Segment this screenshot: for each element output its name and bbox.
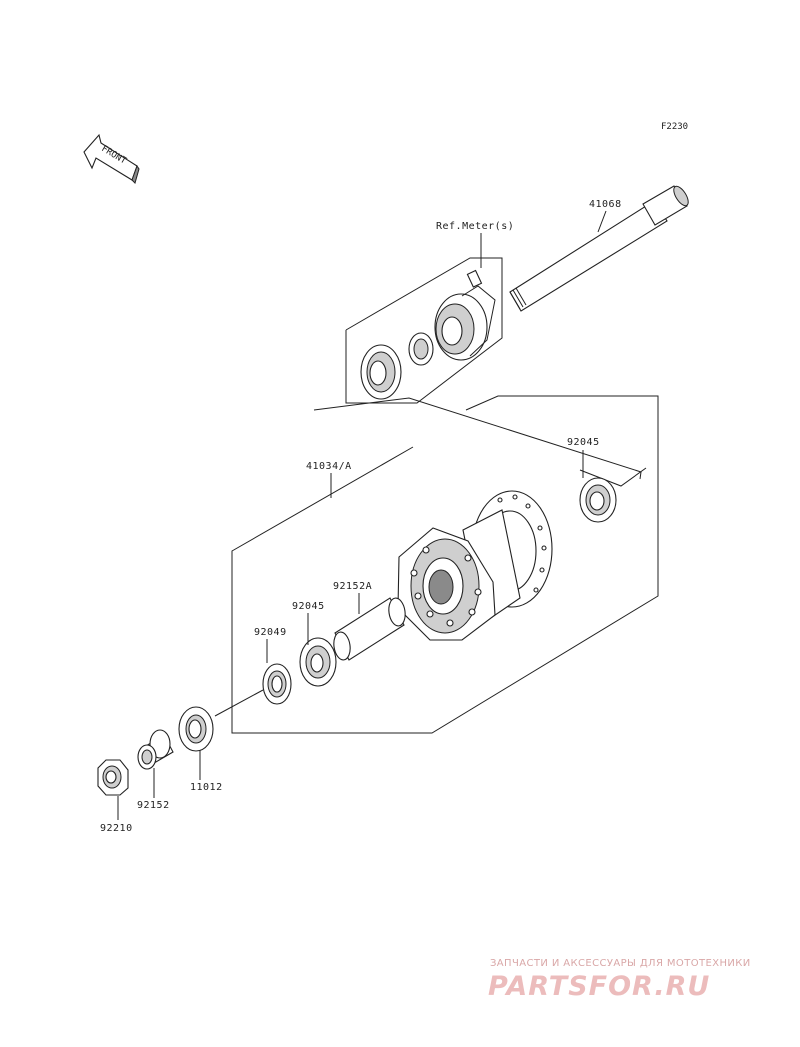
axle-label: 41068 [589,199,622,210]
axle-nut [97,759,129,796]
meter-group-outline [345,257,503,404]
meter-seal [360,344,402,400]
oil-seal [262,663,292,705]
bearing-left [299,637,337,687]
collar-label: 92152 [137,800,170,811]
watermark-site: PARTSFOR.RU [488,971,710,1002]
nut-label: 92210 [100,823,133,834]
watermark-tagline: ЗАПЧАСТИ И АКСЕССУАРЫ ДЛЯ МОТОТЕХНИКИ [490,958,751,969]
meter-ref-label: Ref.Meter(s) [436,221,514,232]
hub-group-outline [231,395,659,734]
meter-drive-ring [408,332,434,366]
ring-11012 [178,706,214,752]
diagram-code: F2230 [661,122,688,132]
spacer-a-label: 92152A [333,581,372,592]
seal-label: 92049 [254,627,287,638]
hub-label: 41034/A [306,461,352,472]
spacer-a [333,597,406,661]
front-arrow-icon: FRONT [83,133,140,184]
watermark: ЗАПЧАСТИ И АКСЕССУАРЫ ДЛЯ МОТОТЕХНИКИ PA… [488,958,751,1002]
bearing-left-label: 92045 [292,601,325,612]
collar [137,729,174,770]
bearing-right [579,477,617,523]
ring-label: 11012 [190,782,223,793]
axle [509,185,689,312]
wheel-hub [397,490,553,641]
bearing-right-label: 92045 [567,437,600,448]
meter-housing [434,269,496,361]
